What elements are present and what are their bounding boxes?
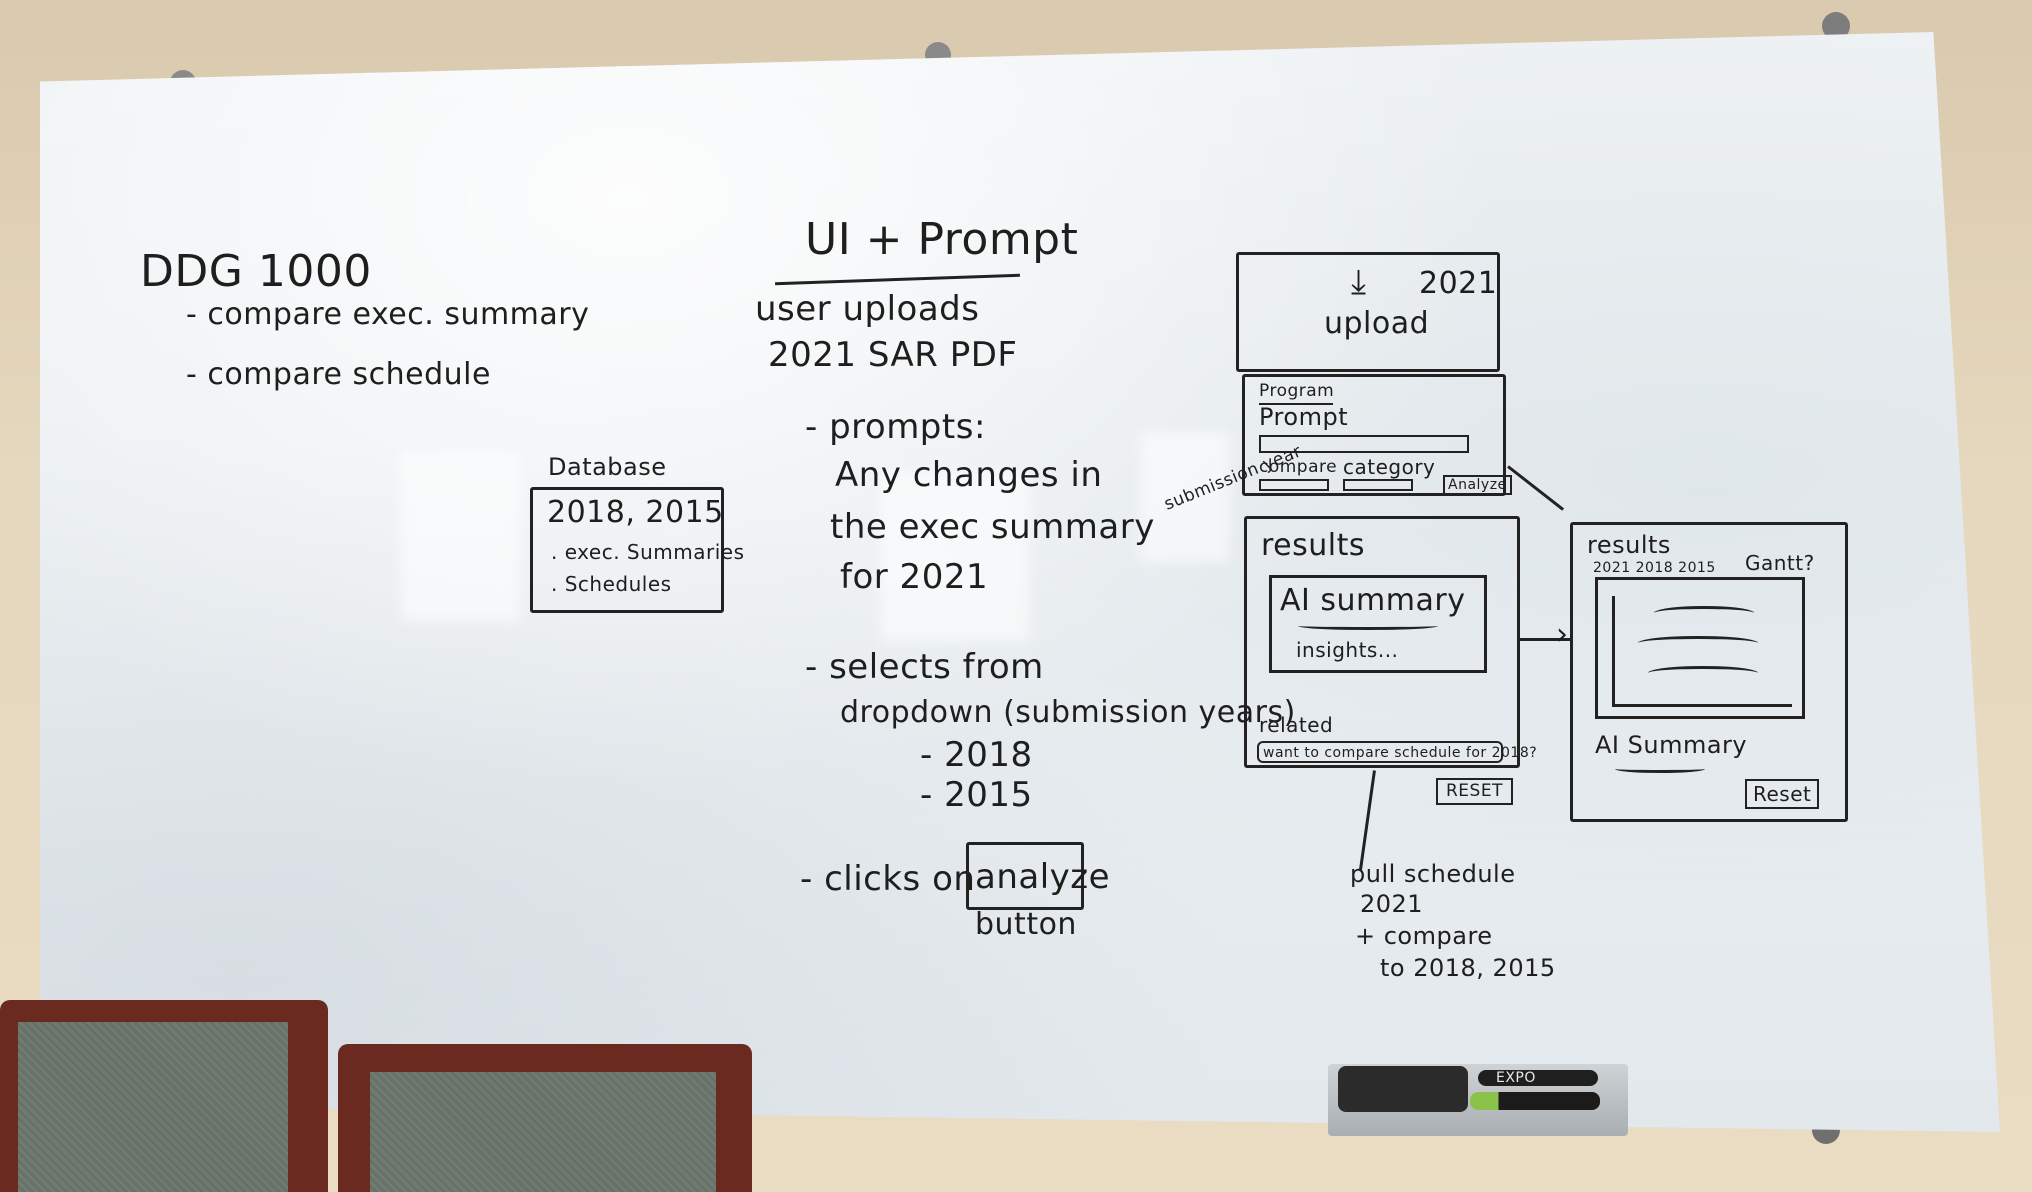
database-years: 2018, 2015 (547, 495, 724, 530)
prompt-line-2: the exec summary (830, 507, 1155, 547)
chair-left-fabric (18, 1022, 288, 1192)
prompt-input-sketch (1259, 435, 1469, 453)
eraser[interactable] (1338, 1066, 1468, 1112)
upload-label: upload (1324, 306, 1430, 341)
bottom-note-2: 2021 (1360, 890, 1424, 918)
clicks-label: - clicks on (800, 859, 976, 899)
category-label: category (1343, 455, 1436, 479)
program-underline (1259, 403, 1333, 405)
results2-squiggle (1615, 765, 1705, 773)
arrow-right (1520, 638, 1570, 641)
database-item-1: . exec. Summaries (551, 540, 745, 564)
window-reflection-center (880, 472, 1030, 642)
center-heading: UI + Prompt (805, 214, 1079, 265)
chair-right (338, 1044, 752, 1192)
reset-btn-sketch: RESET (1436, 778, 1513, 805)
program-label: Program (1259, 381, 1335, 401)
upload-year: 2021 (1419, 266, 1498, 301)
prompt-label: Prompt (1259, 403, 1349, 431)
sketch-results2-box: results 2021 2018 2015 Gantt? AI Summary… (1570, 522, 1848, 822)
chart-axis-y (1612, 596, 1615, 706)
arrow-right-head-icon: › (1556, 617, 1569, 652)
database-item-2: . Schedules (551, 572, 672, 596)
chart-squiggle-1 (1654, 606, 1754, 620)
prompt-line-1: Any changes in (835, 455, 1103, 495)
chart-axis-x (1612, 704, 1792, 707)
prompts-label: - prompts: (805, 407, 986, 447)
ai-summary-box: AI summary insights... (1269, 575, 1487, 673)
results2-title: results (1587, 531, 1671, 559)
marker-black[interactable]: EXPO (1478, 1070, 1598, 1086)
bottom-note-4: to 2018, 2015 (1380, 954, 1556, 982)
sketch-results-box: results AI summary insights... related w… (1244, 516, 1537, 768)
center-line-1: user uploads (755, 289, 980, 329)
squiggle-line (1298, 622, 1438, 630)
left-title: DDG 1000 (140, 246, 372, 297)
year-2015: - 2015 (920, 775, 1033, 815)
analyze-box (966, 842, 1084, 910)
whiteboard (40, 32, 2000, 1132)
compare-label: compare (1259, 457, 1338, 477)
ai-summary-title: AI summary (1280, 583, 1466, 618)
selects-line-2: dropdown (submission years) (840, 695, 1296, 730)
center-line-2: 2021 SAR PDF (768, 335, 1018, 375)
analyze-btn-sketch: Analyze (1443, 475, 1512, 495)
bottom-note-1: pull schedule (1350, 860, 1516, 888)
database-box: 2018, 2015 . exec. Summaries . Schedules (530, 487, 744, 613)
sketch-prompt-box: Program Prompt compare category Analyze (1242, 374, 1512, 496)
left-item-1: - compare exec. summary (186, 297, 590, 332)
left-item-2: - compare schedule (186, 357, 491, 392)
year-2018: - 2018 (920, 735, 1033, 775)
related-box: want to compare schedule for 2018? (1257, 741, 1537, 763)
results2-ai-summary: AI Summary (1595, 731, 1748, 759)
chart-squiggle-3 (1648, 666, 1758, 680)
analyze-label: analyze (975, 857, 1111, 897)
insights-text: insights... (1296, 638, 1399, 662)
related-label: related (1259, 713, 1334, 737)
window-reflection-right (1140, 432, 1230, 562)
category-dropdown-sketch (1343, 479, 1413, 491)
prompt-line-3: for 2021 (840, 557, 989, 597)
chair-right-fabric (370, 1072, 716, 1192)
chart-sketch-box (1595, 577, 1805, 719)
sketch-upload-box: ⤓ 2021 upload (1236, 252, 1500, 372)
window-reflection-left (400, 452, 520, 622)
chart-squiggle-2 (1638, 636, 1758, 650)
related-text: want to compare schedule for 2018? (1263, 745, 1538, 761)
results-title: results (1261, 528, 1366, 563)
marker-green[interactable] (1470, 1092, 1600, 1110)
results2-reset-btn: Reset (1745, 779, 1820, 809)
results2-years: 2021 2018 2015 (1593, 560, 1716, 576)
selects-line-1: - selects from (805, 647, 1044, 687)
gantt-note: Gantt? (1745, 551, 1815, 575)
button-label: button (975, 907, 1077, 942)
marker-brand: EXPO (1496, 1070, 1536, 1086)
upload-arrow-icon: ⤓ (1351, 262, 1367, 302)
compare-dropdown-sketch (1259, 479, 1329, 491)
bottom-note-3: + compare (1355, 922, 1493, 950)
chair-left (0, 1000, 328, 1192)
database-label: Database (548, 453, 667, 481)
